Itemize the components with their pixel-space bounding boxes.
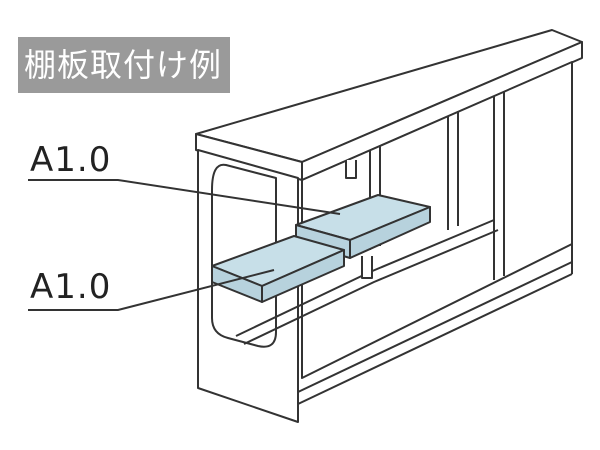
leader-line-top (28, 179, 341, 215)
callout-label-lower-shelf: A1.0 (30, 267, 112, 307)
support-post-right (361, 256, 373, 279)
callout-label-upper-shelf: A1.0 (30, 140, 112, 180)
roof-side-edge (301, 41, 583, 181)
leader-line-bottom (28, 269, 275, 311)
support-post-left (345, 160, 357, 179)
title-label: 棚板取付け例 (18, 37, 231, 93)
